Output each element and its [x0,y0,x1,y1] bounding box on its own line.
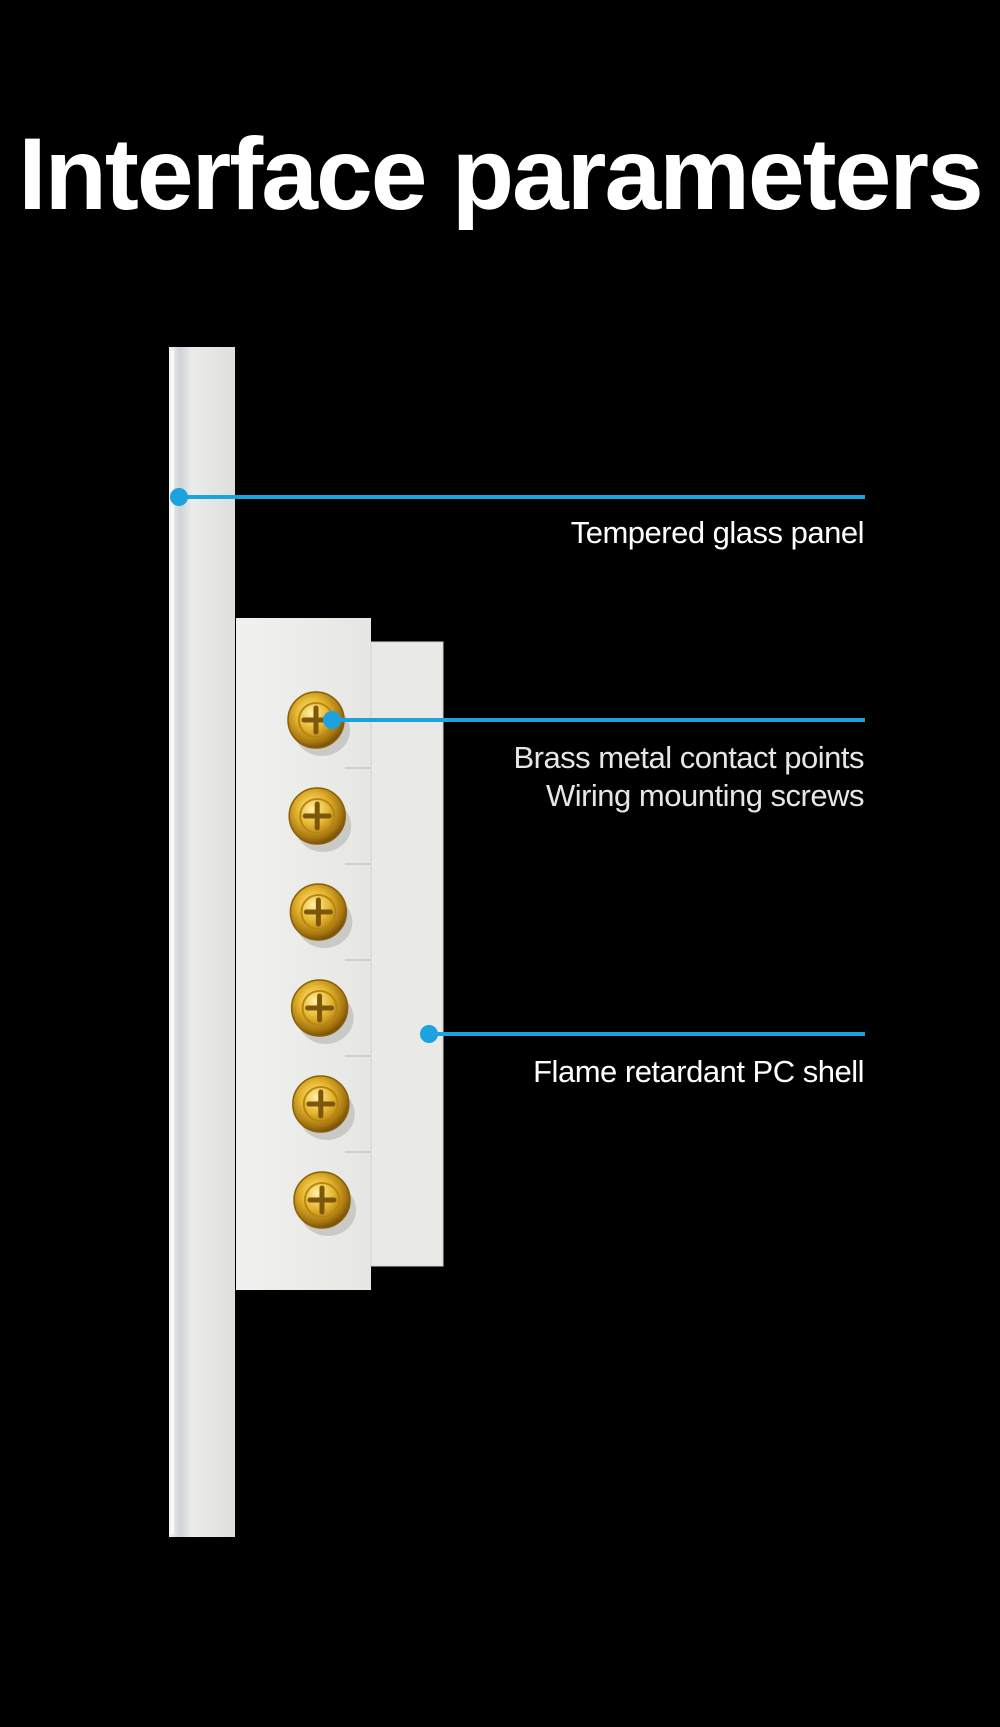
glass-panel-edge [171,350,174,1534]
callout-label-shell: Flame retardant PC shell [533,1054,864,1089]
screw-cross-slot [307,1185,337,1215]
screw-inner-ring [304,1182,340,1218]
callout-label-glass: Tempered glass panel [570,515,865,550]
callout-label-brass-line1: Brass metal contact points [513,740,864,775]
screw-cross-slot [305,993,335,1023]
screw-inner-ring [299,798,336,834]
screw-inner-ring [300,894,337,930]
front-plate [191,347,235,1537]
screw-inner-ring [301,990,338,1026]
page-title: Interface parameters [18,117,984,231]
terminal-dividers [345,767,371,1153]
screw-cross-slot [303,897,333,927]
pc-shell-rear [371,642,443,1266]
screw-cross-slot [306,1089,336,1119]
callout-label-brass-line2: Wiring mounting screws [545,778,865,813]
screw-inner-ring [302,1086,339,1122]
brass-screws [287,691,356,1236]
glass-panel [169,347,191,1537]
screw-cross-slot [302,801,332,831]
